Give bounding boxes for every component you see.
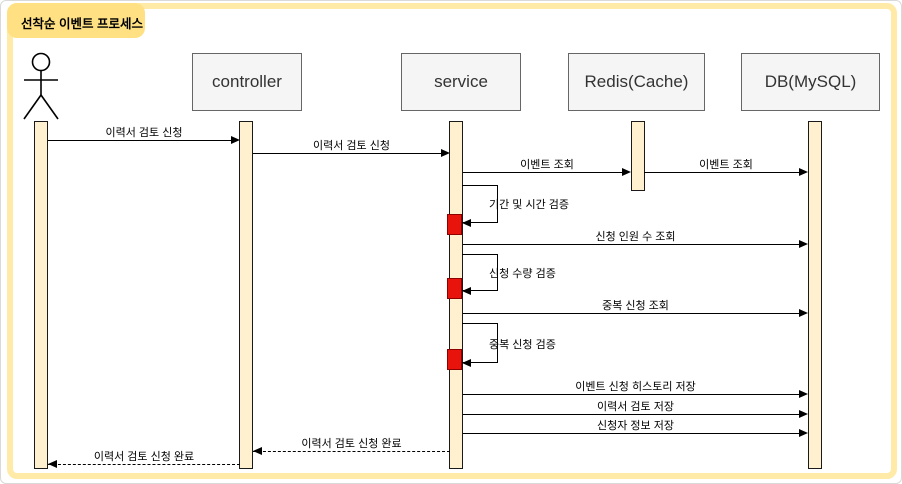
- arrowhead-icon: [799, 429, 808, 437]
- message-label: 이력서 검토 신청 완료: [93, 451, 195, 463]
- message-label: 이벤트 조회: [520, 159, 574, 171]
- message-arrow: [253, 153, 441, 154]
- arrowhead-icon: [231, 136, 240, 144]
- message-arrow: [463, 433, 799, 434]
- participant-controller: controller: [192, 53, 302, 111]
- message-label: 중복 신청 조회: [602, 300, 669, 312]
- diagram-title: 선착순 이벤트 프로세스: [21, 17, 143, 31]
- arrowhead-icon: [799, 410, 808, 418]
- participant-label: DB(MySQL): [764, 72, 857, 91]
- activation-bar-db: [808, 121, 822, 469]
- activation-bar-controller: [239, 121, 253, 469]
- arrowhead-icon: [622, 168, 631, 176]
- return-arrow: [253, 451, 450, 452]
- message-arrow: [463, 244, 799, 245]
- self-message-loop: [462, 323, 498, 363]
- participant-redis: Redis(Cache): [568, 53, 705, 111]
- message-label: 이력서 검토 저장: [597, 401, 674, 413]
- arrowhead-icon: [799, 390, 808, 398]
- self-message-loop: [462, 254, 498, 291]
- return-arrow: [48, 464, 240, 465]
- message-label: 이력서 검토 신청: [313, 140, 390, 152]
- arrowhead-icon: [462, 219, 471, 227]
- message-label: 이력서 검토 신청: [105, 127, 183, 139]
- message-label: 이력서 검토 신청 완료: [301, 438, 402, 450]
- arrowhead-icon: [799, 168, 808, 176]
- arrowhead-icon: [462, 287, 471, 295]
- arrowhead-icon: [462, 359, 471, 367]
- participant-label: service: [434, 72, 488, 91]
- participant-service: service: [401, 53, 521, 111]
- message-label: 신청 수량 검증: [489, 268, 556, 280]
- participant-user: [15, 51, 67, 121]
- message-label: 기간 및 시간 검증: [489, 199, 570, 211]
- message-arrow: [463, 313, 799, 314]
- message-label: 이벤트 신청 히스토리 저장: [575, 381, 696, 393]
- validation-marker: [447, 214, 462, 235]
- message-arrow: [463, 414, 799, 415]
- validation-marker: [447, 349, 462, 370]
- message-label: 신청 인원 수 조회: [595, 231, 676, 243]
- activation-bar-user: [34, 121, 48, 469]
- activation-bar-redis: [631, 121, 645, 191]
- validation-marker: [447, 278, 462, 299]
- self-message-loop: [462, 185, 498, 223]
- message-label: 중복 신청 검증: [489, 339, 556, 351]
- participant-label: controller: [212, 72, 282, 91]
- arrowhead-icon: [48, 460, 57, 468]
- arrowhead-icon: [441, 149, 450, 157]
- diagram-title-tab: 선착순 이벤트 프로세스: [7, 3, 145, 38]
- message-arrow: [48, 140, 231, 141]
- arrowhead-icon: [799, 240, 808, 248]
- arrowhead-icon: [799, 309, 808, 317]
- actor-icon: [23, 52, 59, 120]
- participant-label: Redis(Cache): [584, 72, 689, 91]
- message-arrow: [463, 172, 622, 173]
- message-arrow: [644, 172, 799, 173]
- arrowhead-icon: [253, 447, 262, 455]
- message-arrow: [463, 394, 799, 395]
- message-label: 이벤트 조회: [699, 159, 753, 171]
- message-label: 신청자 정보 저장: [597, 420, 674, 432]
- participant-db: DB(MySQL): [741, 53, 880, 111]
